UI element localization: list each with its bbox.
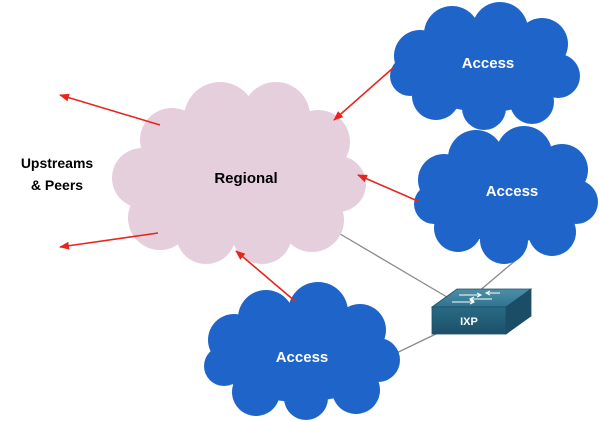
access-cloud-top: Access [390,2,580,130]
access-bottom-label: Access [276,349,329,366]
arrow-regional-upstream-bottom [59,232,159,250]
upstreams-label-line1: Upstreams [21,155,94,171]
regional-cloud: Regional [112,82,366,264]
upstreams-peers-label: Upstreams & Peers [21,155,94,193]
switch-arrows-icon [452,290,500,305]
ixp-switch-front [431,306,507,335]
access-cloud-bottom: Access [204,282,400,420]
link-access-mid-ixp [477,259,517,293]
upstreams-label-line2: & Peers [31,177,83,193]
ixp-label: IXP [460,316,478,328]
arrow-regional-upstream-top [59,93,161,126]
ixp-switch: IXP [430,288,533,335]
access-top-label: Access [462,55,515,72]
arrow-access-middle-to-regional [357,174,421,203]
access-cloud-middle: Access [414,126,598,264]
link-regional-ixp [329,227,453,301]
regional-label: Regional [214,170,277,187]
access-middle-label: Access [486,183,539,200]
ixp-switch-side [505,288,532,335]
arrow-access-bottom-to-regional [235,250,297,303]
arrow-access-top-to-regional [333,67,394,121]
